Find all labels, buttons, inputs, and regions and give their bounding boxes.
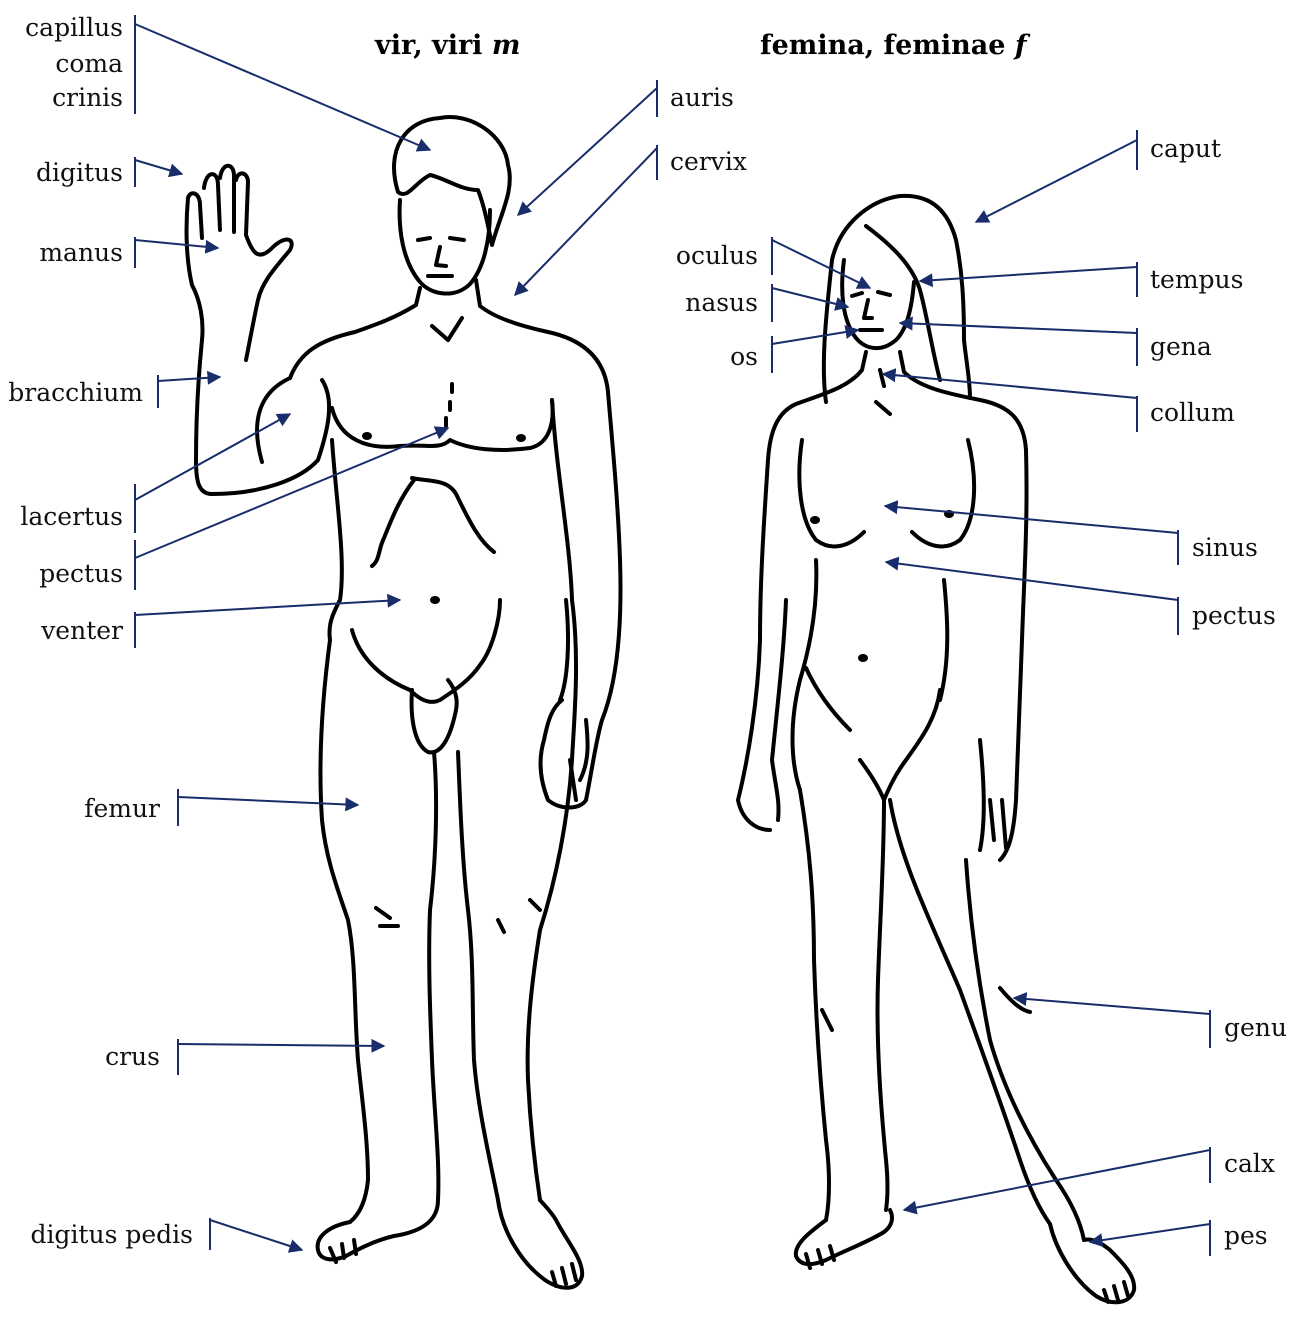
title-woman: femina, feminae f — [760, 30, 1027, 61]
label-gena: gena — [1150, 331, 1212, 363]
label-pectus-woman: pectus — [1192, 600, 1276, 632]
label-collum: collum — [1150, 397, 1235, 429]
label-lacertus: lacertus — [20, 501, 123, 533]
leader-lines — [135, 15, 1210, 1256]
label-capillus: capillus — [25, 12, 123, 44]
label-cervix: cervix — [670, 146, 747, 178]
label-auris: auris — [670, 82, 734, 114]
woman-figure — [738, 196, 1134, 1302]
label-caput: caput — [1150, 133, 1221, 165]
title-woman-gender: f — [1015, 30, 1027, 61]
man-figure — [187, 117, 621, 1288]
label-femur: femur — [84, 793, 160, 825]
label-pectus-man: pectus — [39, 558, 123, 590]
title-man-gender: m — [492, 30, 521, 61]
label-sinus: sinus — [1192, 532, 1258, 564]
label-digitus-pedis: digitus pedis — [30, 1219, 193, 1251]
title-man-text: vir, viri — [375, 30, 482, 61]
title-man: vir, viri m — [375, 30, 520, 61]
label-crus: crus — [105, 1041, 160, 1073]
label-crinis: crinis — [52, 82, 123, 114]
label-bracchium: bracchium — [8, 377, 143, 409]
label-oculus: oculus — [676, 240, 758, 272]
label-pes: pes — [1224, 1220, 1268, 1252]
label-os: os — [730, 341, 758, 373]
label-calx: calx — [1224, 1148, 1275, 1180]
label-venter: venter — [41, 615, 123, 647]
label-digitus: digitus — [36, 157, 123, 189]
label-genu: genu — [1224, 1012, 1287, 1044]
label-nasus: nasus — [685, 287, 758, 319]
label-coma: coma — [55, 48, 123, 80]
label-tempus: tempus — [1150, 264, 1243, 296]
label-manus: manus — [39, 237, 123, 269]
title-woman-text: femina, feminae — [760, 30, 1005, 61]
